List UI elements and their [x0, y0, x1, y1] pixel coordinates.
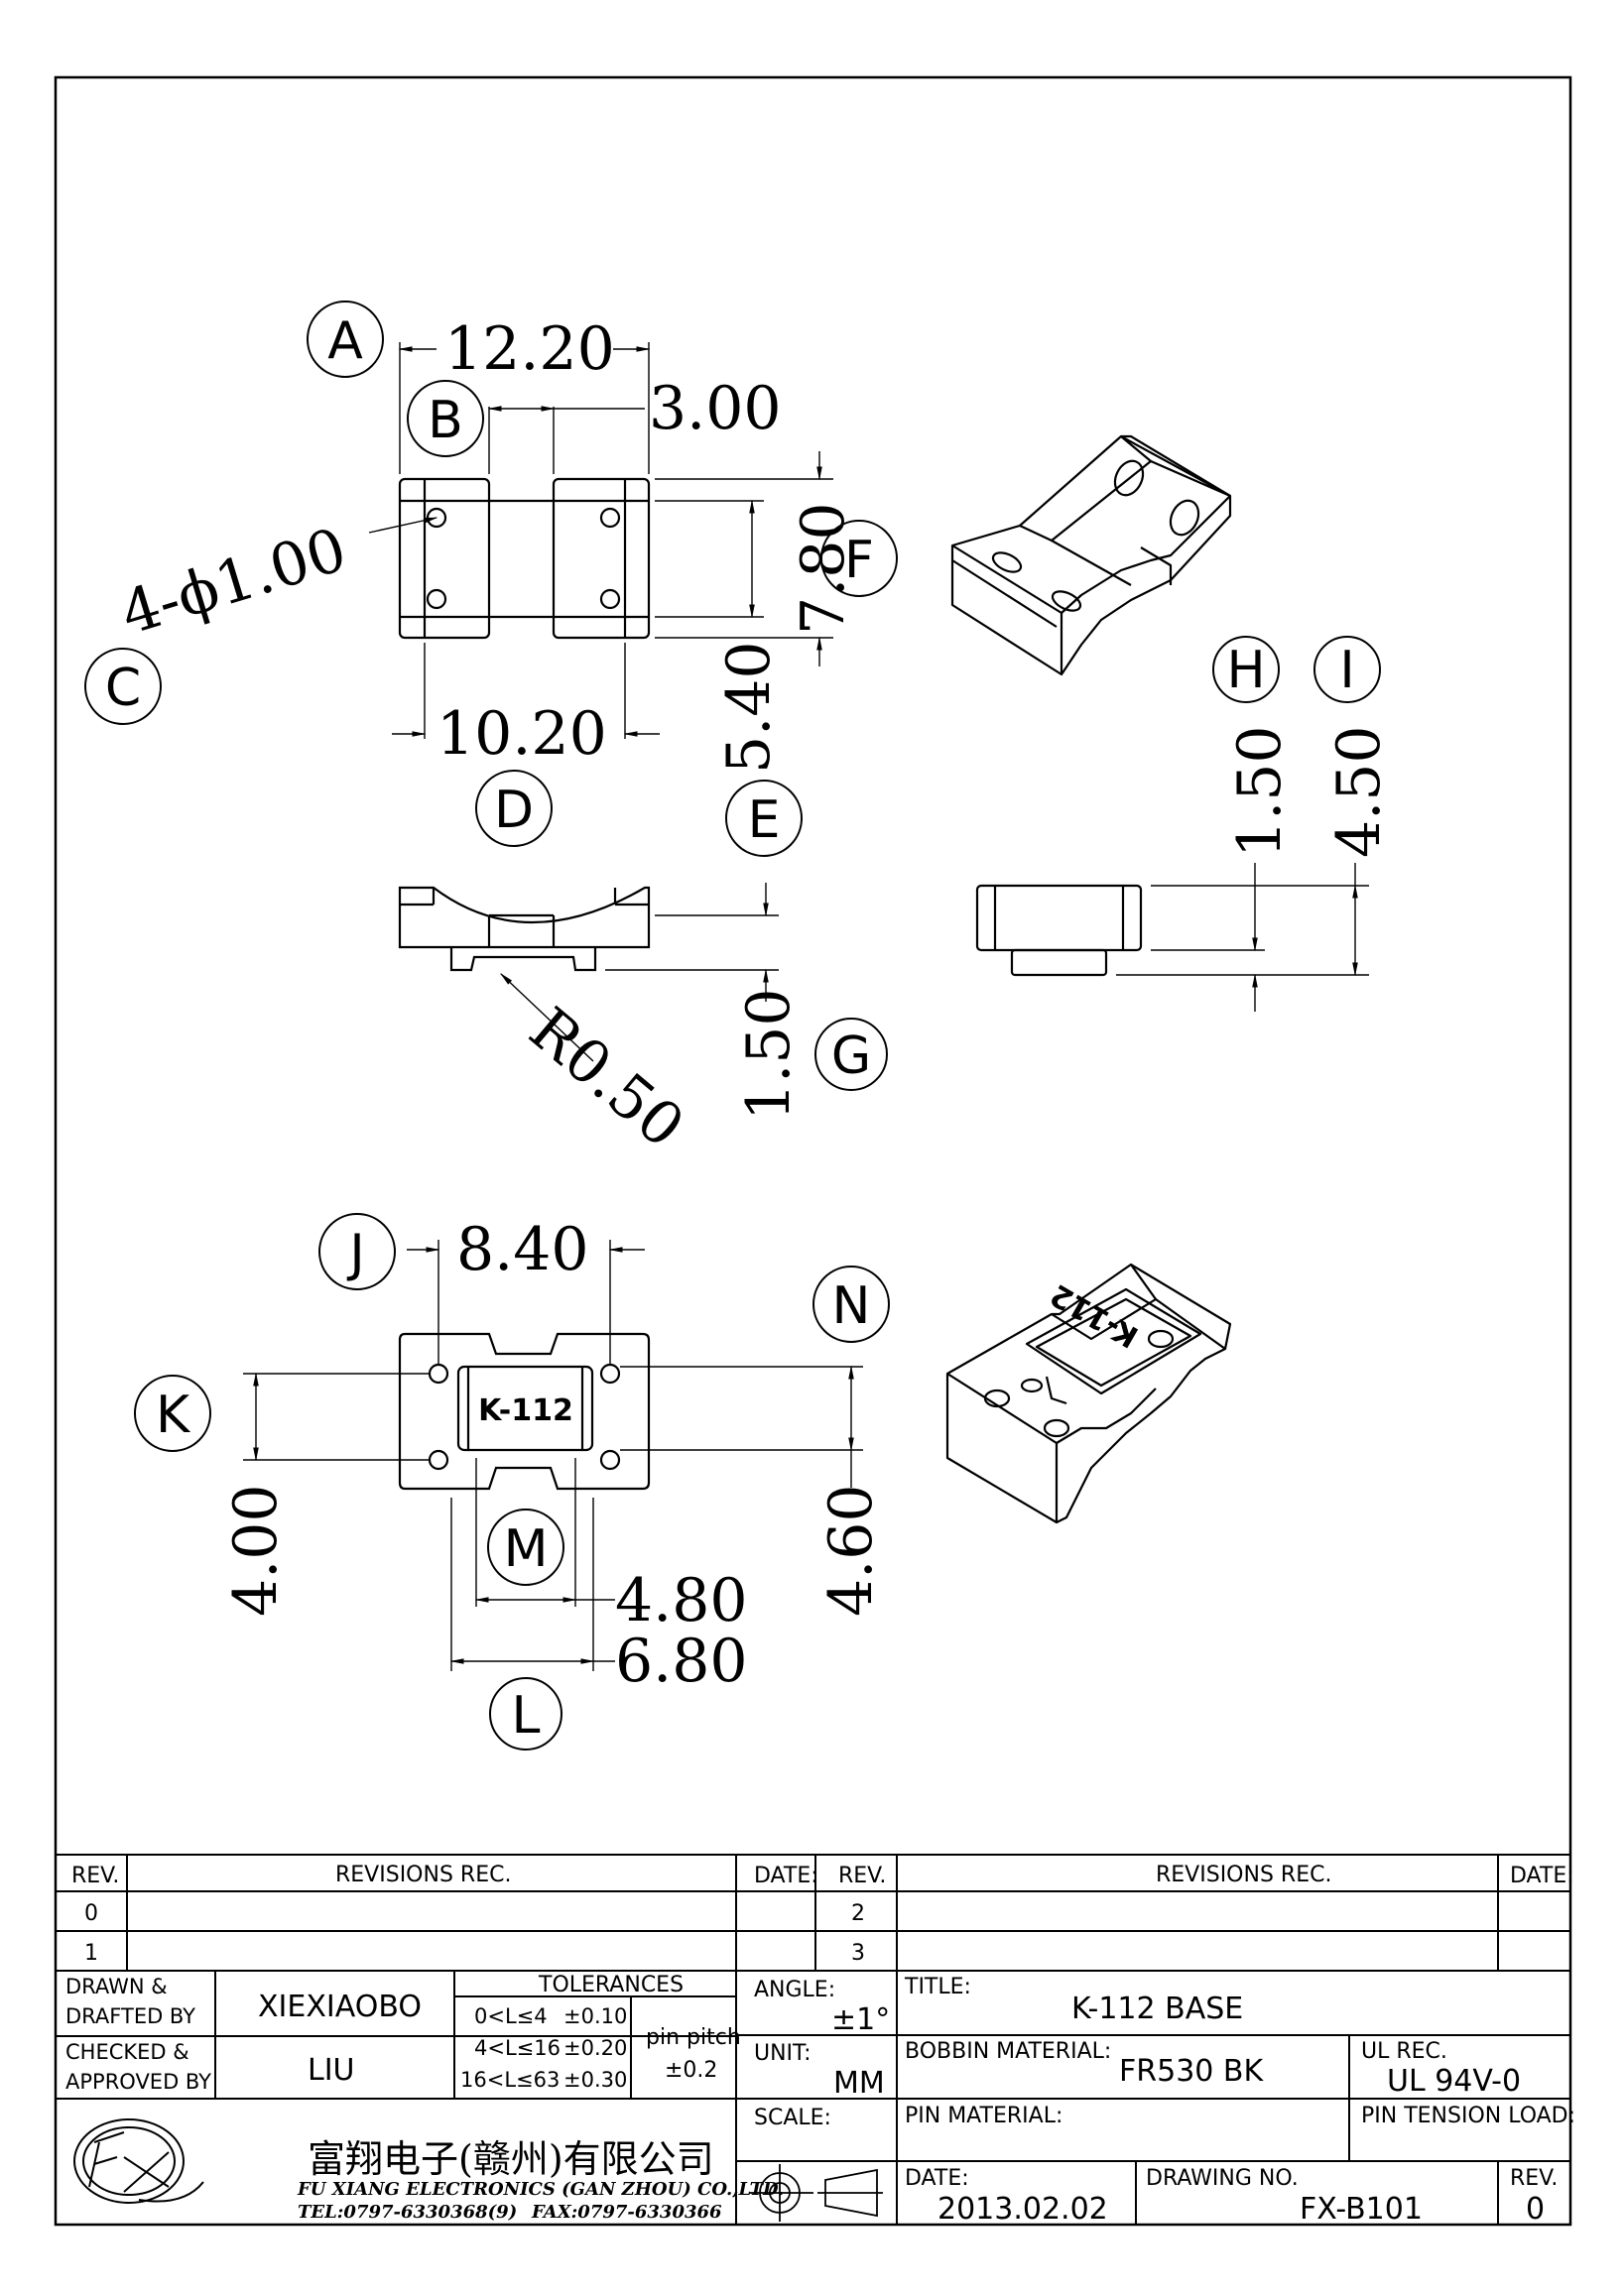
- top-view: [398, 477, 651, 640]
- date-label-left: DATE:: [754, 1864, 818, 1888]
- bubble-group-top: [84, 301, 898, 857]
- pin-material-label: PIN MATERIAL:: [905, 2104, 1062, 2128]
- tol-value-2: ±0.30: [563, 2068, 627, 2092]
- ul-rec-label: UL REC.: [1361, 2039, 1447, 2064]
- unit-label: UNIT:: [754, 2041, 811, 2066]
- company-name-cn: 富翔电子(赣州)有限公司: [308, 2137, 714, 2181]
- bottom-view-dimensions: [243, 1240, 863, 1671]
- bubble-h: H: [1226, 641, 1265, 700]
- unit-value: MM: [833, 2066, 885, 2101]
- dim-1-50-h: 1.50: [1225, 725, 1295, 858]
- tol-range-0: 0<L≤4: [474, 2004, 548, 2028]
- bubble-group-side: [1212, 636, 1381, 703]
- rev-label-right: REV.: [838, 1864, 886, 1888]
- checked-label-2: APPROVED BY: [65, 2070, 211, 2094]
- isometric-view-top: [950, 434, 1232, 676]
- bubble-m: M: [504, 1519, 549, 1579]
- angle-label: ANGLE:: [754, 1978, 835, 2002]
- bubble-i: I: [1339, 641, 1354, 700]
- drawn-label-2: DRAFTED BY: [65, 2004, 195, 2028]
- bubble-n: N: [832, 1276, 871, 1336]
- sheet-border: [54, 75, 1572, 2227]
- bubble-e: E: [748, 790, 781, 850]
- tol-range-2: 16<L≤63: [460, 2068, 560, 2092]
- checked-label-1: CHECKED &: [65, 2040, 189, 2064]
- dim-4-60: 4.60: [816, 1484, 886, 1617]
- dim-12-20: 12.20: [444, 314, 615, 384]
- rev-value-label: REV.: [1510, 2166, 1558, 2191]
- title-block-lines: [56, 1854, 1570, 2225]
- tol-value-1: ±0.20: [563, 2036, 627, 2060]
- drawn-value: XIEXIAOBO: [258, 1990, 422, 2024]
- tol-range-1: 4<L≤16: [474, 2036, 561, 2060]
- rev-row-1: 1: [84, 1941, 98, 1966]
- ul-rec-value: UL 94V-0: [1387, 2064, 1521, 2099]
- part-marking-bottom-view: K-112: [478, 1393, 573, 1428]
- angle-value: ±1°: [831, 2002, 890, 2037]
- dim-r0-50: R0.50: [516, 995, 696, 1162]
- bubble-c: C: [105, 659, 141, 718]
- bubble-f: F: [844, 531, 874, 590]
- date-value: 2013.02.02: [937, 2192, 1108, 2227]
- side-view: [975, 884, 1143, 977]
- bubble-g: G: [831, 1027, 871, 1086]
- side-view-dimensions: [1116, 863, 1369, 1012]
- rev-label-left: REV.: [71, 1864, 119, 1888]
- bobbin-material-label: BOBBIN MATERIAL:: [905, 2039, 1111, 2064]
- dim-3-00: 3.00: [649, 374, 782, 443]
- isometric-view-bottom: [945, 1263, 1232, 1524]
- company-fax: FAX:0797-6330366: [531, 2202, 722, 2223]
- tolerances-label: TOLERANCES: [538, 1973, 684, 1997]
- dim-5-40: 5.40: [714, 641, 784, 774]
- drawing-no-value: FX-B101: [1300, 2192, 1423, 2227]
- rev-row-0: 0: [84, 1901, 98, 1926]
- front-view: [398, 886, 651, 972]
- top-view-dimensions: [368, 342, 833, 739]
- rev-value: 0: [1526, 2192, 1545, 2227]
- dim-1-50-g: 1.50: [734, 988, 804, 1121]
- date-label-right: DATE:: [1510, 1864, 1574, 1888]
- dim-4-phi-1-00: 4-ϕ1.00: [113, 515, 354, 649]
- dim-4-50: 4.50: [1324, 725, 1394, 858]
- bubble-b: B: [428, 391, 463, 450]
- title-value: K-112 BASE: [1071, 1992, 1243, 2026]
- title-label: TITLE:: [904, 1975, 971, 1999]
- revisions-rec-label-right: REVISIONS REC.: [1156, 1863, 1331, 1887]
- drawing-no-label: DRAWING NO.: [1146, 2166, 1299, 2191]
- bottom-view: [398, 1332, 651, 1491]
- pin-pitch-label: pin pitch: [646, 2025, 741, 2050]
- company-logo-icon: [73, 2118, 204, 2204]
- dim-6-80: 6.80: [615, 1627, 748, 1696]
- scale-label: SCALE:: [754, 2106, 831, 2130]
- bobbin-material-value: FR530 BK: [1119, 2054, 1264, 2089]
- revisions-rec-label-left: REVISIONS REC.: [335, 1863, 511, 1887]
- dim-10-20: 10.20: [437, 699, 607, 769]
- dim-4-00: 4.00: [221, 1484, 291, 1617]
- dim-8-40: 8.40: [456, 1215, 589, 1284]
- bubble-a: A: [327, 311, 363, 371]
- bubble-d: D: [494, 781, 534, 840]
- pin-tension-label: PIN TENSION LOAD:: [1361, 2104, 1575, 2128]
- pin-pitch-value: ±0.2: [665, 2058, 717, 2083]
- company-tel: TEL:0797-6330368(9): [298, 2202, 517, 2223]
- company-name-en: FU XIANG ELECTRONICS (GAN ZHOU) CO.,LTD.: [297, 2179, 784, 2200]
- rev-row-2: 2: [851, 1901, 865, 1926]
- bubble-k: K: [156, 1386, 191, 1445]
- bubble-l: L: [512, 1686, 541, 1746]
- tol-value-0: ±0.10: [563, 2004, 627, 2028]
- projection-symbol-icon: [749, 2164, 883, 2222]
- bubble-g-circle: [814, 1018, 888, 1091]
- date-value-label: DATE:: [905, 2166, 969, 2191]
- front-view-dimensions: [499, 883, 779, 1062]
- dim-4-80: 4.80: [615, 1566, 748, 1635]
- bubble-j: J: [346, 1224, 364, 1283]
- bubble-group-bottom: [134, 1213, 890, 1751]
- rev-row-3: 3: [851, 1941, 865, 1966]
- checked-value: LIU: [308, 2053, 355, 2088]
- drawn-label-1: DRAWN &: [65, 1975, 168, 1998]
